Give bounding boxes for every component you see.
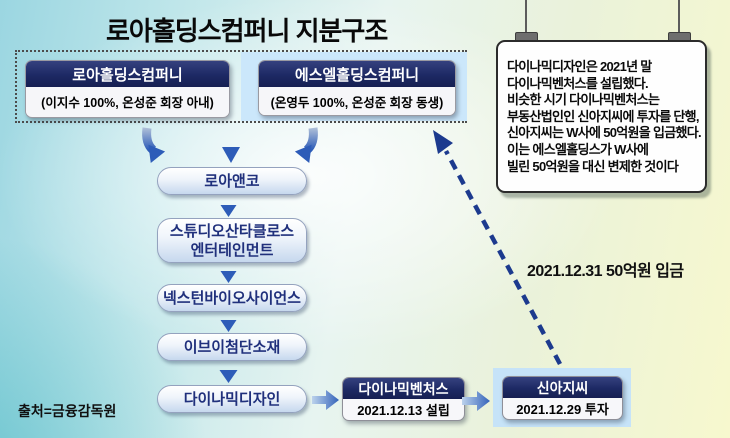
card-sl-holdings-detail: (온영두 100%, 온성준 회장 동생) [259, 87, 455, 115]
card-sl-holdings-name: 에스엘홀딩스컴퍼니 [259, 61, 455, 87]
source-credit: 출처=금융감독원 [18, 403, 117, 419]
deposit-label: 2021.12.31 50억원 입금 [527, 263, 684, 280]
card-shinagc-detail: 2021.12.29 투자 [516, 402, 609, 417]
annotation-note: 다이나믹디자인은 2021년 말 다이나믹벤처스를 설립했다. 비슷한 시기 다… [496, 40, 707, 193]
card-shinagc: 신아지씨 2021.12.29 투자 [502, 376, 623, 420]
note-line: 부동산법인인 신아지씨에 투자를 단행, [507, 108, 700, 124]
down-arrow-icon [220, 197, 237, 217]
note-line: 다이나믹벤처스를 설립했다. [507, 75, 649, 91]
card-roa-holdings: 로아홀딩스컴퍼니 (이지수 100%, 온성준 회장 아내) [25, 60, 230, 118]
note-line: 신아지씨는 W사에 50억원을 입금했다. [507, 125, 702, 141]
chain-box-roa-and-co: 로아앤코 [157, 167, 307, 195]
card-roa-holdings-detail: (이지수 100%, 온성준 회장 아내) [26, 87, 229, 115]
chain-box-nexturn-bioscience: 넥스턴바이오사이언스 [157, 284, 307, 312]
card-shinagc-name: 신아지씨 [503, 377, 622, 398]
note-wire-left [525, 0, 527, 38]
card-dynamic-ventures-name: 다이나믹벤처스 [343, 378, 464, 399]
down-arrow-icon [220, 264, 237, 283]
curved-arrow-left-icon [142, 127, 166, 163]
right-arrow-icon [312, 390, 339, 410]
chain-box-dynamic-design: 다이나믹디자인 [157, 385, 307, 413]
curved-arrow-middle-icon [222, 128, 240, 163]
down-arrow-icon [219, 362, 238, 383]
down-arrow-icon [220, 313, 237, 332]
note-line: 다이나믹디자인은 2021년 말 [507, 59, 652, 74]
card-dynamic-ventures: 다이나믹벤처스 2021.12.13 설립 [342, 377, 465, 421]
note-line: 비슷한 시기 다이나믹벤처스는 [507, 92, 660, 108]
curved-arrow-right-icon [294, 127, 318, 163]
note-line: 빌린 50억원을 대신 변제한 것이다 [507, 158, 679, 174]
card-dynamic-ventures-detail: 2021.12.13 설립 [357, 403, 450, 418]
card-sl-holdings: 에스엘홀딩스컴퍼니 (온영두 100%, 온성준 회장 동생) [258, 60, 456, 116]
page-title: 로아홀딩스컴퍼니 지분구조 [106, 16, 388, 46]
right-arrow-icon [462, 391, 490, 411]
chain-box-ev-advanced-material: 이브이첨단소재 [157, 333, 307, 361]
note-wire-right [678, 0, 680, 38]
chain-box-studio-santa-claus: 스튜디오산타클로스 엔터테인먼트 [157, 218, 307, 263]
card-roa-holdings-name: 로아홀딩스컴퍼니 [26, 61, 229, 87]
note-line: 이는 에스엘홀딩스가 W사에 [507, 141, 649, 157]
